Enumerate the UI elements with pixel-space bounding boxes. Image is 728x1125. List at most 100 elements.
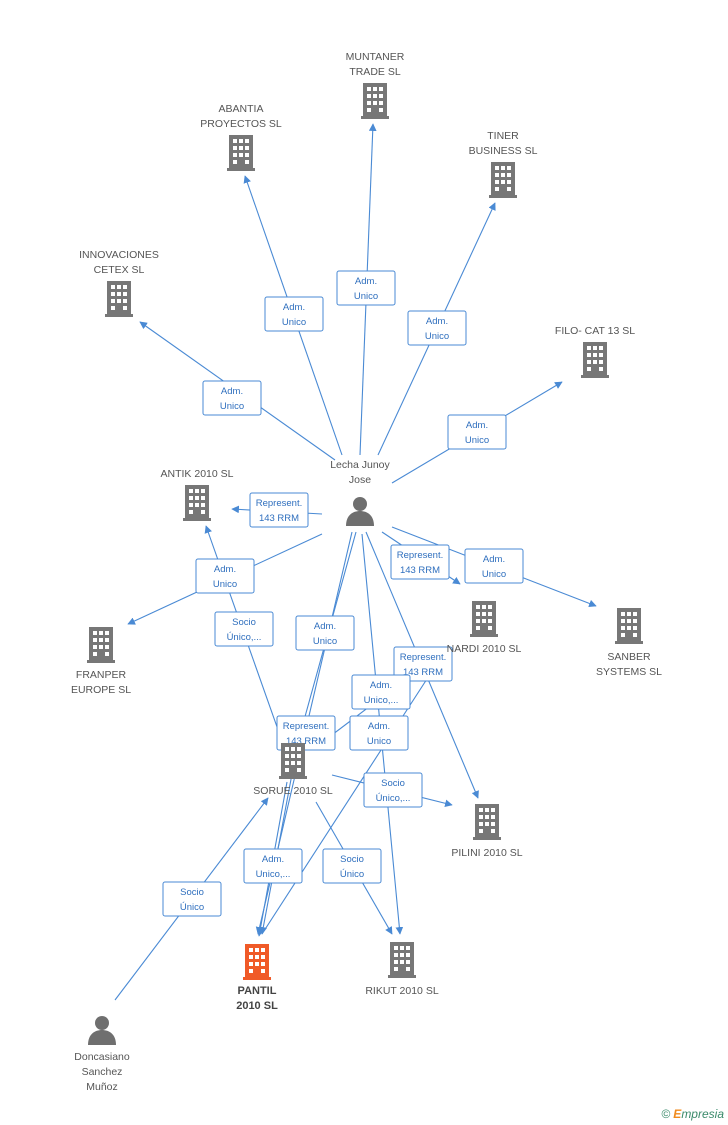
node-label-line: TRADE SL <box>349 66 401 78</box>
node-label-line: Sanchez <box>82 1066 123 1078</box>
edge-label-line: Adm. <box>426 316 448 327</box>
edge-label-line: Adm. <box>221 386 243 397</box>
edge-label-lecha-innovaciones[interactable]: Adm.Unico <box>202 380 262 416</box>
node-label-line: Doncasiano <box>74 1051 130 1063</box>
edge-label-line: Represent. <box>400 652 446 663</box>
node-sorue[interactable]: SORUE 2010 SL <box>253 743 333 797</box>
building-icon <box>279 743 307 779</box>
node-nardi[interactable]: NARDI 2010 SL <box>447 601 522 655</box>
node-pilini[interactable]: PILINI 2010 SL <box>451 804 523 859</box>
edge-label-line: Represent. <box>283 721 329 732</box>
edge-label-line: 143 RRM <box>286 736 326 747</box>
edge-label-box <box>322 848 382 884</box>
edge-label-line: Socio <box>180 887 204 898</box>
node-label-line: EUROPE SL <box>71 684 131 696</box>
edge-label-line: Adm. <box>314 621 336 632</box>
edge-label-line: Socio <box>232 617 256 628</box>
building-icon <box>388 942 416 978</box>
edge-label-box <box>264 296 324 332</box>
node-label-line: SANBER <box>607 651 651 663</box>
edge-label-box <box>393 646 453 682</box>
node-label-line: Muñoz <box>86 1081 118 1093</box>
edge-label-lecha-pantil-a[interactable]: Adm.Unico <box>295 615 355 651</box>
node-label-line: SYSTEMS SL <box>596 666 662 678</box>
node-label-line: Lecha Junoy <box>330 459 390 471</box>
edge-label-lecha-pantil-b[interactable]: Represent. 143 RRM <box>276 715 336 751</box>
brand-logo-text[interactable]: mpresia <box>681 1107 724 1121</box>
node-label-line: 2010 SL <box>236 1000 278 1012</box>
edge-label-pantil-nardi[interactable]: Adm.Unico,... <box>351 674 411 710</box>
edge-label-box <box>349 715 409 751</box>
node-label-line: TINER <box>487 130 519 142</box>
edge-label-lecha-filocat[interactable]: Adm.Unico <box>447 414 507 450</box>
node-label-line: INNOVACIONES <box>79 249 159 261</box>
node-label-line: SORUE 2010 SL <box>253 785 333 797</box>
node-label-line: MUNTANER <box>346 51 405 63</box>
edge-label-box <box>276 715 336 751</box>
edge-label-line: Único <box>180 902 204 913</box>
node-muntaner[interactable]: MUNTANER TRADE SL <box>346 51 405 119</box>
edge-label-sorue-antik[interactable]: SocioÚnico,... <box>214 611 274 647</box>
edge-pantil-nardi <box>261 647 448 935</box>
edge-label-box <box>249 492 309 528</box>
edge-label-line: Unico <box>425 331 449 342</box>
edge-label-line: Socio <box>381 778 405 789</box>
person-icon <box>346 497 374 526</box>
person-icon <box>88 1016 116 1045</box>
edge-label-line: Unico <box>354 291 378 302</box>
edge-label-lecha-abantia[interactable]: Adm.Unico <box>264 296 324 332</box>
edge-label-lecha-antik[interactable]: Represent.143 RRM <box>249 492 309 528</box>
edge-label-sorue-pilini[interactable]: SocioÚnico,... <box>363 772 423 808</box>
building-icon <box>489 162 517 198</box>
edge-label-line: Adm. <box>483 554 505 565</box>
edge-label-line: Represent. <box>397 550 443 561</box>
node-label-line: FILO- CAT 13 SL <box>555 325 635 337</box>
edge-label-lecha-rikut[interactable]: Adm.Unico <box>349 715 409 751</box>
copyright-symbol: © <box>661 1107 671 1121</box>
edge-label-sorue-pantil[interactable]: Adm.Unico,... <box>243 848 303 884</box>
focus-building-icon <box>243 944 271 980</box>
building-icon <box>581 342 609 378</box>
brand-logo-initial[interactable]: E <box>673 1107 682 1121</box>
edge-label-box <box>363 772 423 808</box>
node-filocat[interactable]: FILO- CAT 13 SL <box>555 325 635 378</box>
node-label-line: ABANTIA <box>219 103 264 115</box>
edge-label-line: Unico <box>213 579 237 590</box>
node-antik[interactable]: ANTIK 2010 SL <box>161 468 234 521</box>
edge-label-box <box>202 380 262 416</box>
edge-label-lecha-tiner[interactable]: Adm. Unico <box>407 310 467 346</box>
edge-label-box <box>243 848 303 884</box>
edge-label-lecha-sanber[interactable]: Adm.Unico <box>464 548 524 584</box>
edge-label-lecha-franper[interactable]: Adm.Unico <box>195 558 255 594</box>
edge-label-lecha-nardi[interactable]: Represent. 143 RRM <box>390 544 450 580</box>
edge-label-lecha-muntaner[interactable]: Adm.Unico <box>336 270 396 306</box>
edge-label-line: Unico,... <box>364 695 399 706</box>
edge-label-box <box>390 544 450 580</box>
edge-label-line: Unico <box>465 435 489 446</box>
footer: ©Empresia <box>661 1107 724 1121</box>
building-icon <box>87 627 115 663</box>
node-rikut[interactable]: RIKUT 2010 SL <box>365 942 439 997</box>
edge-label-line: Único <box>340 869 364 880</box>
edge-label-line: 143 RRM <box>259 513 299 524</box>
edge-label-line: 143 RRM <box>400 565 440 576</box>
edge-label-line: Único,... <box>227 632 262 643</box>
node-sanber[interactable]: SANBER SYSTEMS SL <box>596 608 662 678</box>
edge-label-sorue-nardi[interactable]: Represent. 143 RRM <box>393 646 453 682</box>
edge-label-box <box>351 674 411 710</box>
building-icon <box>615 608 643 644</box>
building-icon <box>183 485 211 521</box>
edge-label-line: 143 RRM <box>403 667 443 678</box>
edge-label-box <box>295 615 355 651</box>
